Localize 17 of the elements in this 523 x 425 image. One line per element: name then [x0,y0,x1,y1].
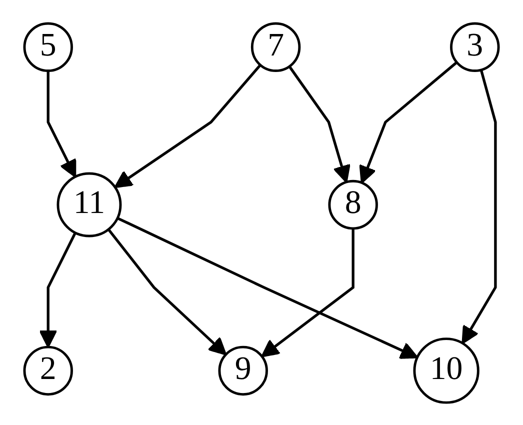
node-circle: 7 [250,22,301,72]
arrow [462,70,497,344]
arrow [261,228,354,358]
arrow [107,228,227,356]
arrow [46,70,76,178]
node-circle: 5 [23,22,73,72]
node-circle: 3 [450,22,500,72]
arrow [288,66,350,183]
node-circle: 8 [328,180,378,230]
arrow [114,64,262,188]
arrow [116,216,418,359]
node-circle: 2 [23,346,73,396]
arrow [39,232,76,348]
node-circle: 9 [218,346,268,396]
node-circle: 11 [56,172,122,238]
arrow [359,61,458,184]
node-circle: 10 [413,338,480,404]
